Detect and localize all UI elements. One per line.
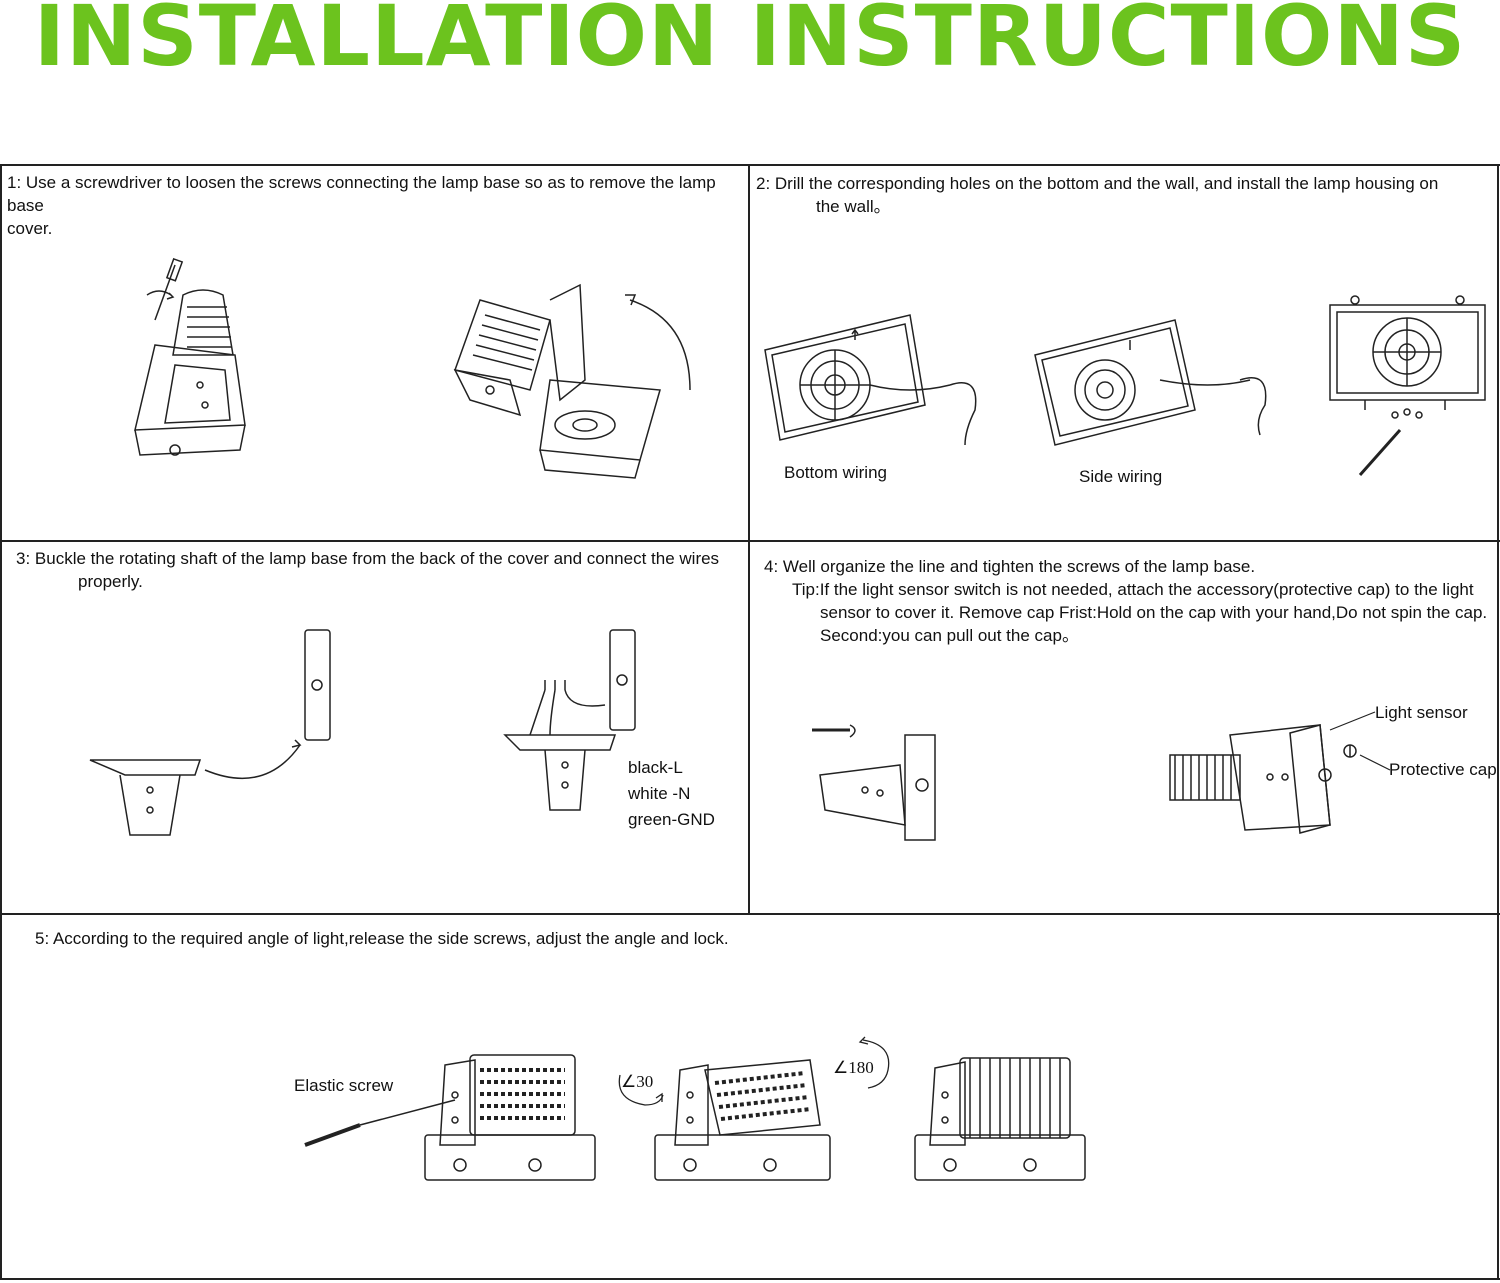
protective-cap-label: Protective cap xyxy=(1389,760,1497,779)
light-sensor-label: Light sensor xyxy=(1375,703,1468,722)
step-2-mounted-housing xyxy=(1325,290,1490,490)
side-wiring-label: Side wiring xyxy=(1079,467,1163,486)
step-3-wired-lamp-base-illustration xyxy=(500,620,650,825)
page-title: INSTALLATION INSTRUCTIONS xyxy=(33,0,1467,85)
step-5-text: 5: According to the required angle of li… xyxy=(35,929,729,948)
step-5-lamp-position-1 xyxy=(420,1050,600,1185)
step-2-text: 2: Drill the corresponding holes on the … xyxy=(756,174,1439,216)
step-5-lamp-position-3 xyxy=(910,1050,1090,1185)
step-5-rotate-30-arrow xyxy=(610,1060,665,1110)
step-4-callout-lines xyxy=(1320,700,1400,780)
step-5-screwdriver-line xyxy=(300,1095,460,1155)
grid-border-left xyxy=(0,164,2,1280)
wire-green-label: green-GND xyxy=(628,810,715,829)
step-4-sensor-illustration xyxy=(1170,715,1370,845)
grid-divider-row2 xyxy=(0,913,1500,915)
step-5-lamp-position-2 xyxy=(650,1055,835,1185)
bottom-wiring-label: Bottom wiring xyxy=(784,463,887,482)
step-3-lamp-base-illustration xyxy=(85,620,345,855)
step-1-open-lamp-illustration xyxy=(450,280,700,480)
step-2-side-wiring-housing xyxy=(1030,310,1280,450)
wire-black-label: black-L xyxy=(628,758,683,777)
step-2-bottom-wiring-housing xyxy=(760,310,1000,450)
step-1-lamp-illustration xyxy=(125,255,255,470)
grid-border-right xyxy=(1497,164,1499,1280)
grid-border-top xyxy=(0,164,1500,166)
grid-border-bottom xyxy=(0,1278,1500,1280)
angle-180-label: ∠180 xyxy=(833,1058,874,1077)
wire-white-label: white -N xyxy=(628,784,691,803)
grid-divider-row1 xyxy=(0,540,1500,542)
elastic-screw-label: Elastic screw xyxy=(294,1076,394,1095)
step-1-text: 1: Use a screwdriver to loosen the screw… xyxy=(7,173,716,238)
step-4-base-tighten-illustration xyxy=(810,715,945,845)
step-3-text: 3: Buckle the rotating shaft of the lamp… xyxy=(16,549,720,591)
instruction-grid xyxy=(0,164,1500,1280)
step-5-rotate-180-arrow xyxy=(855,1035,895,1090)
angle-30-label: ∠30 xyxy=(621,1072,654,1091)
grid-divider-vertical xyxy=(748,164,750,914)
step-4-text: 4: Well organize the line and tighten th… xyxy=(764,557,1488,645)
